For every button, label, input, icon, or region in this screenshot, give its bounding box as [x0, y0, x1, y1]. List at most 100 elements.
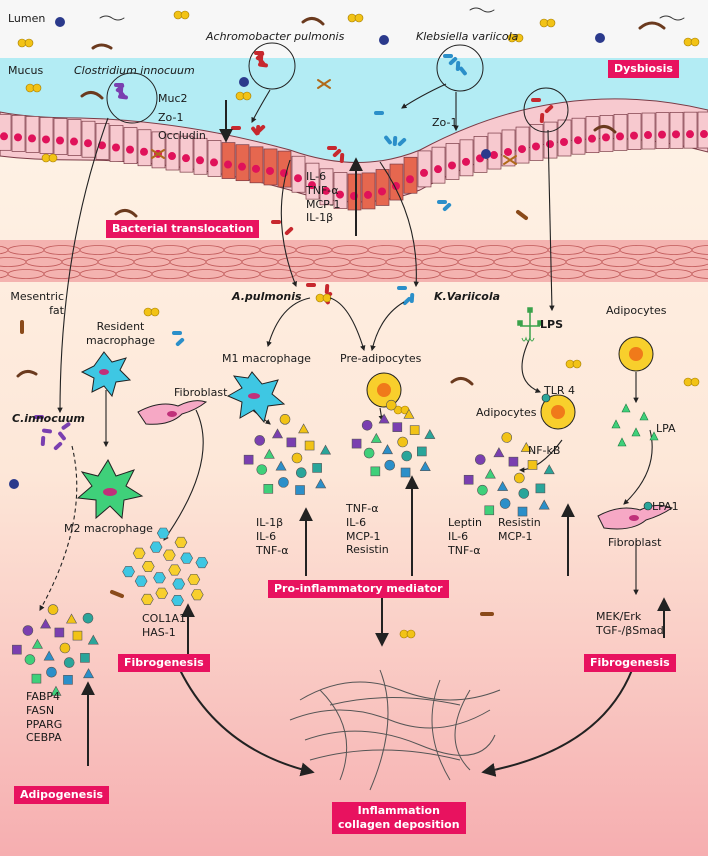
rod-bacterium-icon	[384, 135, 392, 145]
mediator-square	[63, 675, 73, 685]
rod-bacterium-icon	[392, 136, 398, 146]
mucus-bacteria	[25, 77, 617, 165]
mediator-triangle	[263, 448, 275, 459]
mediator-square	[54, 627, 65, 638]
epithelial-nucleus	[518, 145, 526, 154]
epithelial-nucleus	[196, 156, 204, 165]
rod-bacterium-icon	[327, 146, 337, 150]
epithelial-cell	[235, 144, 250, 182]
mediator-square	[72, 630, 83, 641]
mediator-square	[508, 456, 519, 467]
epithelial-cell	[669, 111, 684, 149]
mediator-circle	[384, 459, 396, 471]
mediator-square	[286, 437, 297, 448]
epithelial-cell	[263, 148, 278, 186]
cytokines-top: IL-6 TNF-α MCP-1 IL-1β	[306, 170, 341, 225]
mediator-triangle	[272, 428, 284, 439]
epithelial-nucleus	[98, 141, 106, 150]
mediator-triangle	[370, 432, 382, 443]
epithelial-cell	[305, 162, 320, 200]
mediator-circle	[518, 488, 530, 499]
mediator-triangle	[40, 618, 52, 629]
epithelial-nucleus	[504, 147, 512, 156]
epithelial-cell	[683, 111, 698, 149]
mediator-triangle	[403, 408, 415, 419]
epithelial-nucleus	[546, 140, 554, 149]
rod-bacterium-icon	[339, 153, 345, 163]
epithelial-cell	[81, 120, 96, 158]
epithelium	[0, 98, 708, 211]
rod-bacterium-icon	[231, 126, 241, 130]
epithelial-nucleus	[686, 130, 694, 139]
rod-bacterium-icon	[258, 62, 268, 68]
fibrogenesis-right-badge: Fibrogenesis	[584, 654, 676, 672]
rod-bacterium-icon	[448, 56, 458, 66]
lpa-label: LPA	[656, 422, 676, 435]
epithelial-cell	[445, 143, 460, 180]
epithelial-cell	[347, 173, 362, 211]
rod-bacterium-icon	[374, 111, 384, 115]
epithelial-cell	[11, 114, 26, 152]
rod-bacterium-icon	[118, 94, 128, 100]
epithelial-cell	[571, 117, 586, 155]
mediator-square	[243, 454, 254, 465]
mediator-hexagon	[172, 578, 186, 590]
mediator-triangle	[378, 413, 390, 424]
mediator-hexagon	[122, 566, 135, 578]
mediator-triangle	[50, 685, 62, 696]
epithelial-nucleus	[84, 139, 92, 148]
mediator-triangle	[320, 444, 332, 455]
epithelial-nucleus	[70, 137, 78, 146]
mediator-circle	[22, 625, 34, 636]
mediator-square	[463, 474, 474, 485]
bacterial-translocation-badge: Bacterial translocation	[106, 220, 260, 238]
mediator-triangle	[66, 613, 78, 624]
a-pulmonis-label: A.pulmonis	[232, 290, 302, 303]
epithelial-cell	[403, 156, 418, 194]
epithelial-nucleus	[448, 161, 456, 170]
mediator-triangle	[275, 460, 287, 471]
mediator-hexagon	[156, 527, 170, 539]
rod-bacterium-icon	[437, 200, 447, 204]
coccus-icon	[55, 17, 65, 27]
epithelial-nucleus	[490, 151, 498, 160]
mediator-square	[392, 422, 403, 432]
rod-bacterium-icon	[397, 286, 407, 290]
mediator-square	[295, 485, 305, 495]
mediator-circle	[24, 654, 36, 665]
mediator-square	[517, 506, 528, 517]
mediator-triangle	[31, 638, 43, 649]
clostridium-label: Clostridium innocuum	[74, 64, 195, 77]
epithelial-nucleus	[658, 130, 666, 139]
epithelial-nucleus	[140, 147, 148, 156]
mediator-circle	[59, 642, 71, 654]
adipocytes-right-label: Adipocytes	[606, 304, 667, 317]
coccus-icon	[595, 33, 605, 43]
epithelial-cell	[459, 139, 474, 177]
lumen-bacteria	[17, 7, 700, 50]
epithelial-nucleus	[630, 131, 638, 140]
mediator-hexagon	[174, 536, 188, 548]
mediator-hexagon	[140, 593, 154, 605]
epithelial-nucleus	[252, 164, 260, 173]
epithelial-nucleus	[56, 136, 64, 145]
epithelial-cell	[529, 124, 544, 161]
mediator-hexagon	[171, 595, 184, 607]
lps-bacteria-cluster-icon	[523, 87, 569, 133]
epithelial-nucleus	[644, 131, 652, 140]
muscle-layer	[0, 240, 708, 282]
rod-bacterium-icon	[58, 431, 66, 441]
klebsiella-cluster-icon	[436, 44, 484, 92]
epithelial-nucleus	[238, 162, 246, 171]
mediator-square	[484, 505, 495, 516]
epithelial-cell	[137, 129, 152, 167]
mediator-triangle	[538, 499, 550, 510]
mediator-circle	[278, 477, 289, 488]
mediator-circle	[291, 452, 303, 464]
